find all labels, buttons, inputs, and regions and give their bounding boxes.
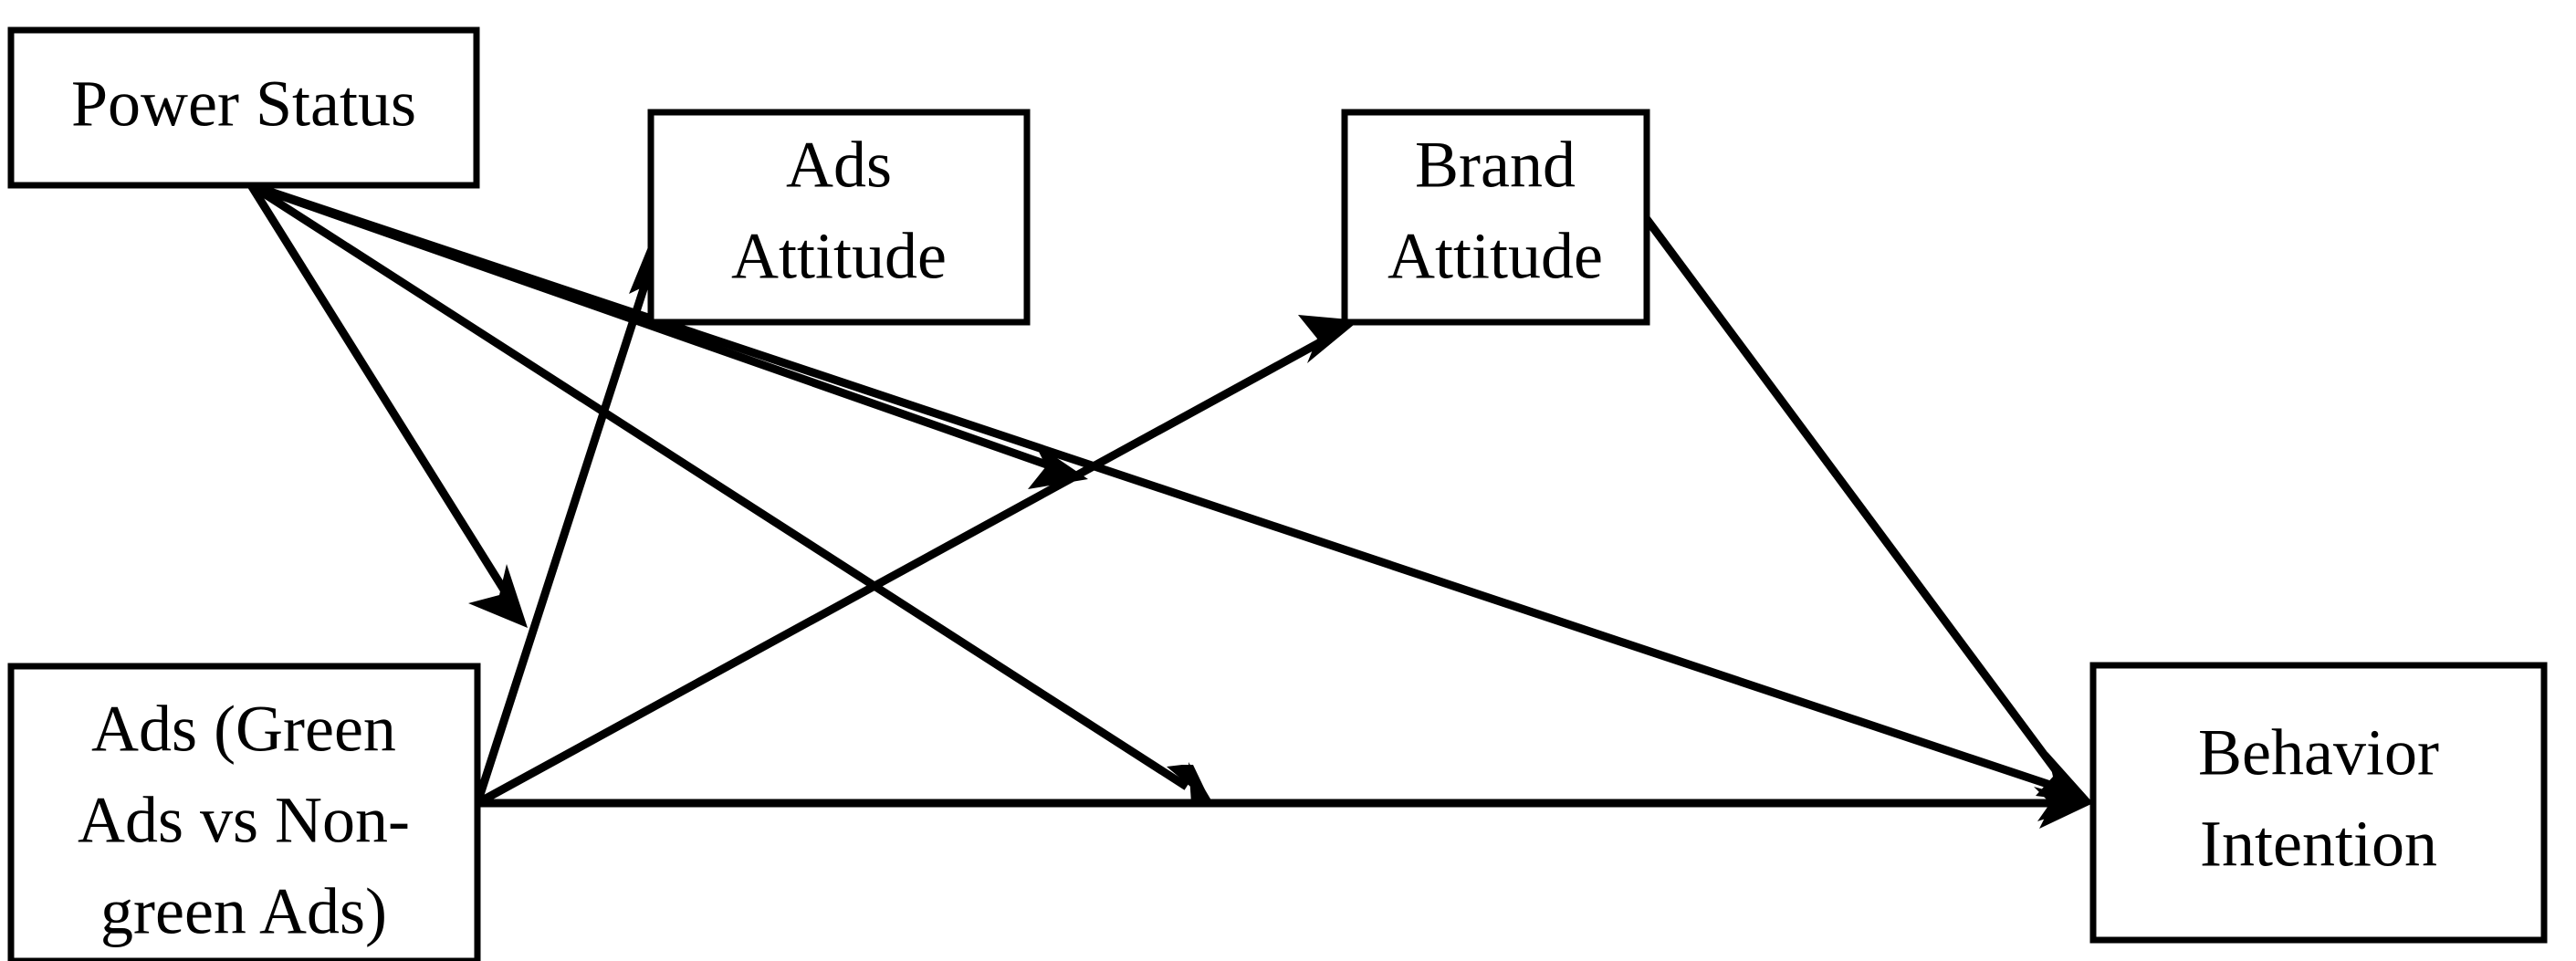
node-box-ads-attitude[interactable] (647, 109, 1031, 326)
node-label-behavior-intention-line1: Behavior (2198, 716, 2439, 789)
edge-power-status-to-behavior-path (248, 182, 1214, 805)
edge-power-status-to-behavior-intention (249, 181, 2093, 821)
node-label-ads-attitude-line2: Attitude (731, 220, 947, 293)
node-label-power-status: Power Status (71, 68, 416, 141)
arrow-head-power-to-ads (468, 564, 528, 628)
node-label-ads-green-line3: green Ads) (100, 875, 387, 948)
edge-ads-to-brand-attitude (475, 315, 1359, 807)
node-label-ads-green-line1: Ads (Green (91, 693, 396, 766)
edge-line-power-to-behavior (249, 181, 2058, 791)
arrow-head-brand-to-behavior (2036, 752, 2093, 803)
edge-brand-attitude-to-behavior-intention (1643, 216, 2093, 803)
arrow-head-power-to-behavior (2034, 787, 2093, 821)
edge-ads-to-behavior-intention (477, 778, 2093, 829)
node-label-ads-attitude-line1: Ads (786, 129, 892, 202)
node-box-power-status[interactable] (7, 26, 480, 189)
node-label-brand-attitude-line2: Attitude (1387, 220, 1603, 293)
node-behavior-intention[interactable]: Behavior Intention (2089, 662, 2548, 944)
node-brand-attitude[interactable]: Brand Attitude (1341, 109, 1650, 326)
node-label-ads-green-line2: Ads vs Non- (78, 784, 410, 857)
arrow-head-ads-to-brand-attitude (1298, 315, 1359, 363)
node-box-brand-attitude[interactable] (1341, 109, 1650, 326)
node-label-brand-attitude-line1: Brand (1415, 129, 1576, 202)
arrow-head-power-to-behavior-path-fill (1189, 762, 1214, 805)
edge-line-power-to-ads (247, 183, 515, 604)
node-box-ads-green-vs-nongreen[interactable] (7, 663, 481, 961)
node-box-behavior-intention[interactable] (2089, 662, 2548, 944)
edge-line-power-to-behavior-path (248, 182, 1189, 790)
edge-line-ads-to-brand-attitude (475, 337, 1326, 807)
node-power-status[interactable]: Power Status (7, 26, 480, 189)
edge-line-brand-to-behavior (1643, 216, 2065, 780)
node-ads-green-vs-nongreen[interactable]: Ads (Green Ads vs Non- green Ads) (7, 663, 481, 961)
edge-line-ads-to-ads-attitude (473, 270, 654, 805)
node-ads-attitude[interactable]: Ads Attitude (647, 109, 1031, 326)
node-label-behavior-intention-line2: Intention (2200, 808, 2437, 881)
edge-power-status-to-ads (247, 183, 528, 628)
